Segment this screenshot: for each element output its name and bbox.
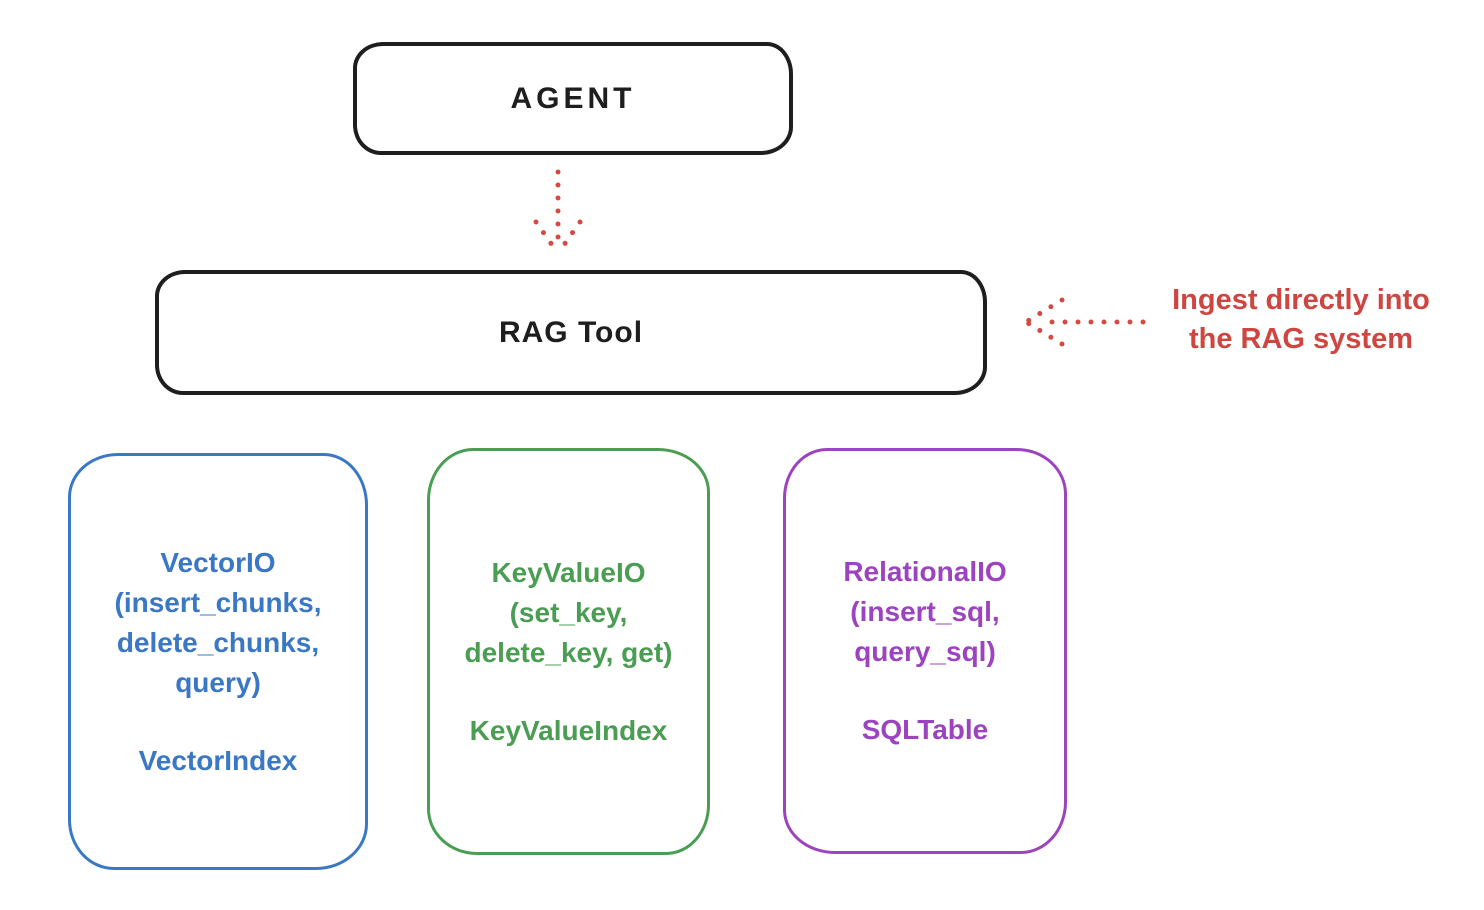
agent-node-label: AGENT bbox=[510, 81, 636, 115]
agent-to-rag-arrow[interactable] bbox=[533, 169, 583, 255]
agent-node[interactable]: AGENT bbox=[353, 42, 793, 155]
relational-io-node[interactable]: RelationalIO (insert_sql, query_sql) SQL… bbox=[783, 448, 1067, 854]
ingest-arrow[interactable] bbox=[1023, 297, 1146, 347]
vector-io-node[interactable]: VectorIO (insert_chunks, delete_chunks, … bbox=[68, 453, 368, 870]
rag-tool-node-label: RAG Tool bbox=[498, 315, 644, 349]
key-value-io-node[interactable]: KeyValueIO (set_key, delete_key, get) Ke… bbox=[427, 448, 710, 855]
sql-table-label: SQLTable bbox=[861, 714, 989, 745]
key-value-index-label: KeyValueIndex bbox=[469, 714, 668, 746]
ingest-annotation: Ingest directly into the RAG system bbox=[1172, 284, 1430, 355]
key-value-io-label: KeyValueIO (set_key, delete_key, get) bbox=[464, 556, 673, 668]
vector-io-label: VectorIO (insert_chunks, delete_chunks, … bbox=[114, 546, 322, 698]
relational-io-label: RelationalIO (insert_sql, query_sql) bbox=[843, 556, 1007, 667]
rag-tool-node[interactable]: RAG Tool bbox=[155, 270, 987, 395]
vector-index-label: VectorIndex bbox=[138, 744, 298, 776]
